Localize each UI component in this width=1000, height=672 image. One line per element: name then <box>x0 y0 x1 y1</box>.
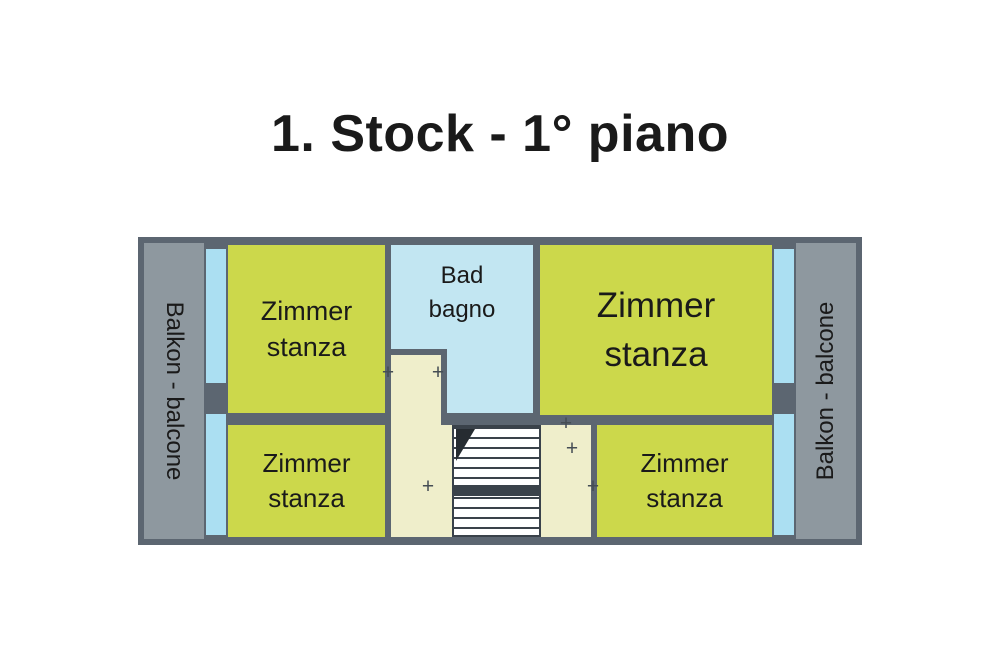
door-marker-icon: + <box>586 475 600 498</box>
door-marker-icon: + <box>431 361 445 384</box>
door-marker-icon: + <box>559 412 573 435</box>
room-bottom-left-label-line1: Zimmer <box>262 447 351 478</box>
page-title: 1. Stock - 1° piano <box>271 105 729 163</box>
room-bottom-right-label-line2: stanza <box>646 483 723 513</box>
room-top-right: Zimmer stanza <box>540 245 772 415</box>
balcony-left-label: Balkon - balcone <box>161 301 188 481</box>
balcony-left: Balkon - balcone <box>144 243 204 539</box>
room-top-left-label-line1: Zimmer <box>260 295 353 326</box>
room-bottom-right: Zimmer stanza <box>597 425 772 537</box>
stair-direction-icon <box>456 429 475 461</box>
window-right-top <box>774 249 794 383</box>
room-top-left-label-line2: stanza <box>266 332 347 362</box>
door-marker-icon: + <box>421 475 435 498</box>
bathroom-label-line2: bagno <box>428 295 496 323</box>
hallway-left <box>391 425 452 537</box>
stair-landing <box>454 485 539 496</box>
window-left-bottom <box>206 414 226 535</box>
room-top-right-label-line2: stanza <box>604 335 708 374</box>
hallway-right <box>541 425 591 537</box>
room-bottom-left: Zimmer stanza <box>228 425 385 537</box>
stair-treads-lower <box>454 497 539 535</box>
floorplan: Balkon - balcone Balkon - balcone Zimmer… <box>138 237 862 545</box>
door-marker-icon: + <box>381 361 395 384</box>
room-bottom-right-label-line1: Zimmer <box>640 447 729 478</box>
room-top-left: Zimmer stanza <box>228 245 385 413</box>
balcony-right-label: Balkon - balcone <box>812 301 839 481</box>
room-bottom-left-label-line2: stanza <box>268 483 345 513</box>
window-left-top <box>206 249 226 383</box>
door-marker-icon: + <box>565 437 579 460</box>
window-right-bottom <box>774 414 794 535</box>
hallway-upper <box>391 349 447 425</box>
balcony-right: Balkon - balcone <box>796 243 856 539</box>
room-top-right-label-line1: Zimmer <box>596 286 716 325</box>
staircase <box>452 425 541 537</box>
bathroom-label-line1: Bad <box>440 262 484 289</box>
